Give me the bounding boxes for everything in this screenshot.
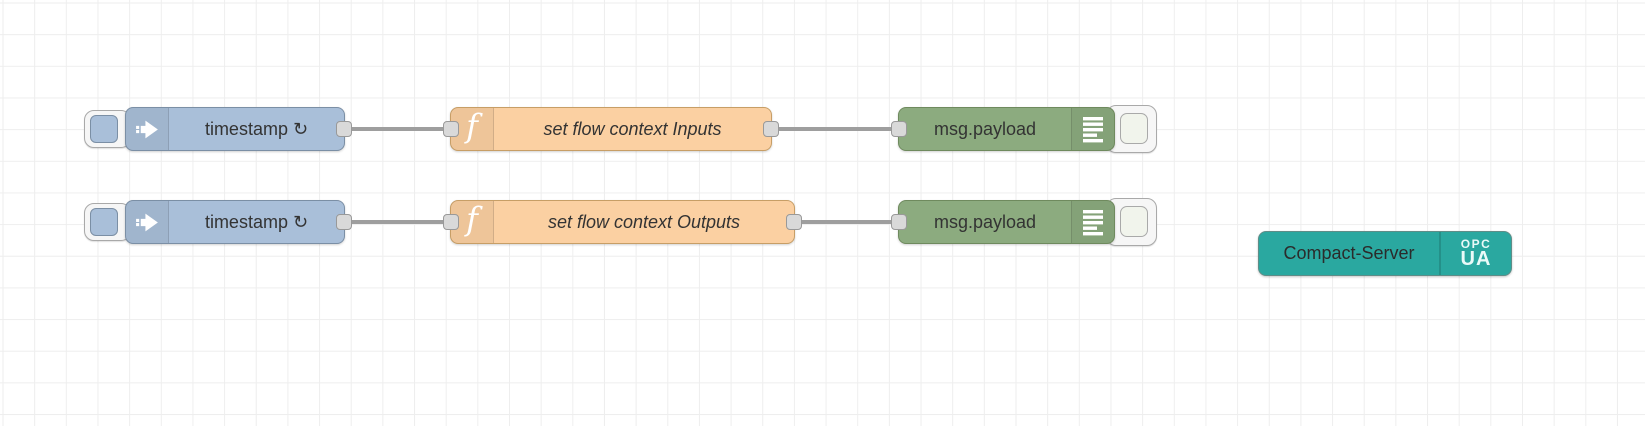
node-label: set flow context Inputs (543, 118, 722, 139)
input-port[interactable] (443, 214, 459, 230)
inject-trigger-button[interactable] (84, 203, 131, 241)
output-port[interactable] (763, 121, 779, 137)
output-port[interactable] (336, 214, 352, 230)
opcua-badge-line1: OPC (1460, 237, 1492, 251)
opcua-badge-line2: UA (1460, 248, 1492, 270)
debug-output-lines-icon (1071, 108, 1114, 150)
debug-node[interactable]: msg.payload (891, 200, 1115, 244)
node-label: timestamp ↻ (204, 211, 309, 232)
inject-arrow-icon (135, 213, 158, 231)
inject-trigger-button[interactable] (84, 110, 131, 148)
wire[interactable] (789, 220, 902, 224)
inject-trigger-button-face[interactable] (89, 114, 118, 143)
input-port[interactable] (891, 121, 907, 137)
node-label: Compact-Server (1283, 243, 1415, 263)
output-port[interactable] (336, 121, 352, 137)
inject-arrow-icon (126, 108, 169, 150)
function-node[interactable]: f set flow context Inputs (443, 107, 779, 151)
function-icon-glyph: f (466, 107, 478, 145)
debug-toggle-button-face[interactable] (1119, 205, 1148, 237)
input-port[interactable] (443, 121, 459, 137)
debug-output-lines-icon (1071, 201, 1114, 243)
node-label: msg.payload (933, 211, 1037, 232)
inject-node[interactable]: timestamp ↻ (125, 200, 352, 244)
debug-output-lines-icon (1083, 116, 1103, 142)
function-icon-glyph: f (466, 200, 478, 238)
debug-toggle-button-face[interactable] (1119, 112, 1148, 144)
node-label: timestamp ↻ (204, 118, 309, 139)
function-node[interactable]: f set flow context Outputs (443, 200, 802, 244)
inject-arrow-icon (126, 201, 169, 243)
node-label: msg.payload (933, 118, 1037, 139)
opcua-compact-server-node[interactable]: Compact-Server OPC UA (1258, 231, 1512, 276)
wire[interactable] (766, 127, 902, 131)
input-port[interactable] (891, 214, 907, 230)
inject-arrow-icon (135, 120, 158, 138)
node-label: set flow context Outputs (547, 211, 741, 232)
inject-node[interactable]: timestamp ↻ (125, 107, 352, 151)
output-port[interactable] (786, 214, 802, 230)
opcua-badge-icon: OPC UA (1439, 232, 1511, 275)
debug-output-lines-icon (1083, 209, 1103, 235)
wire[interactable] (340, 127, 456, 131)
wire[interactable] (340, 220, 456, 224)
inject-trigger-button-face[interactable] (89, 207, 118, 236)
debug-node[interactable]: msg.payload (891, 107, 1115, 151)
